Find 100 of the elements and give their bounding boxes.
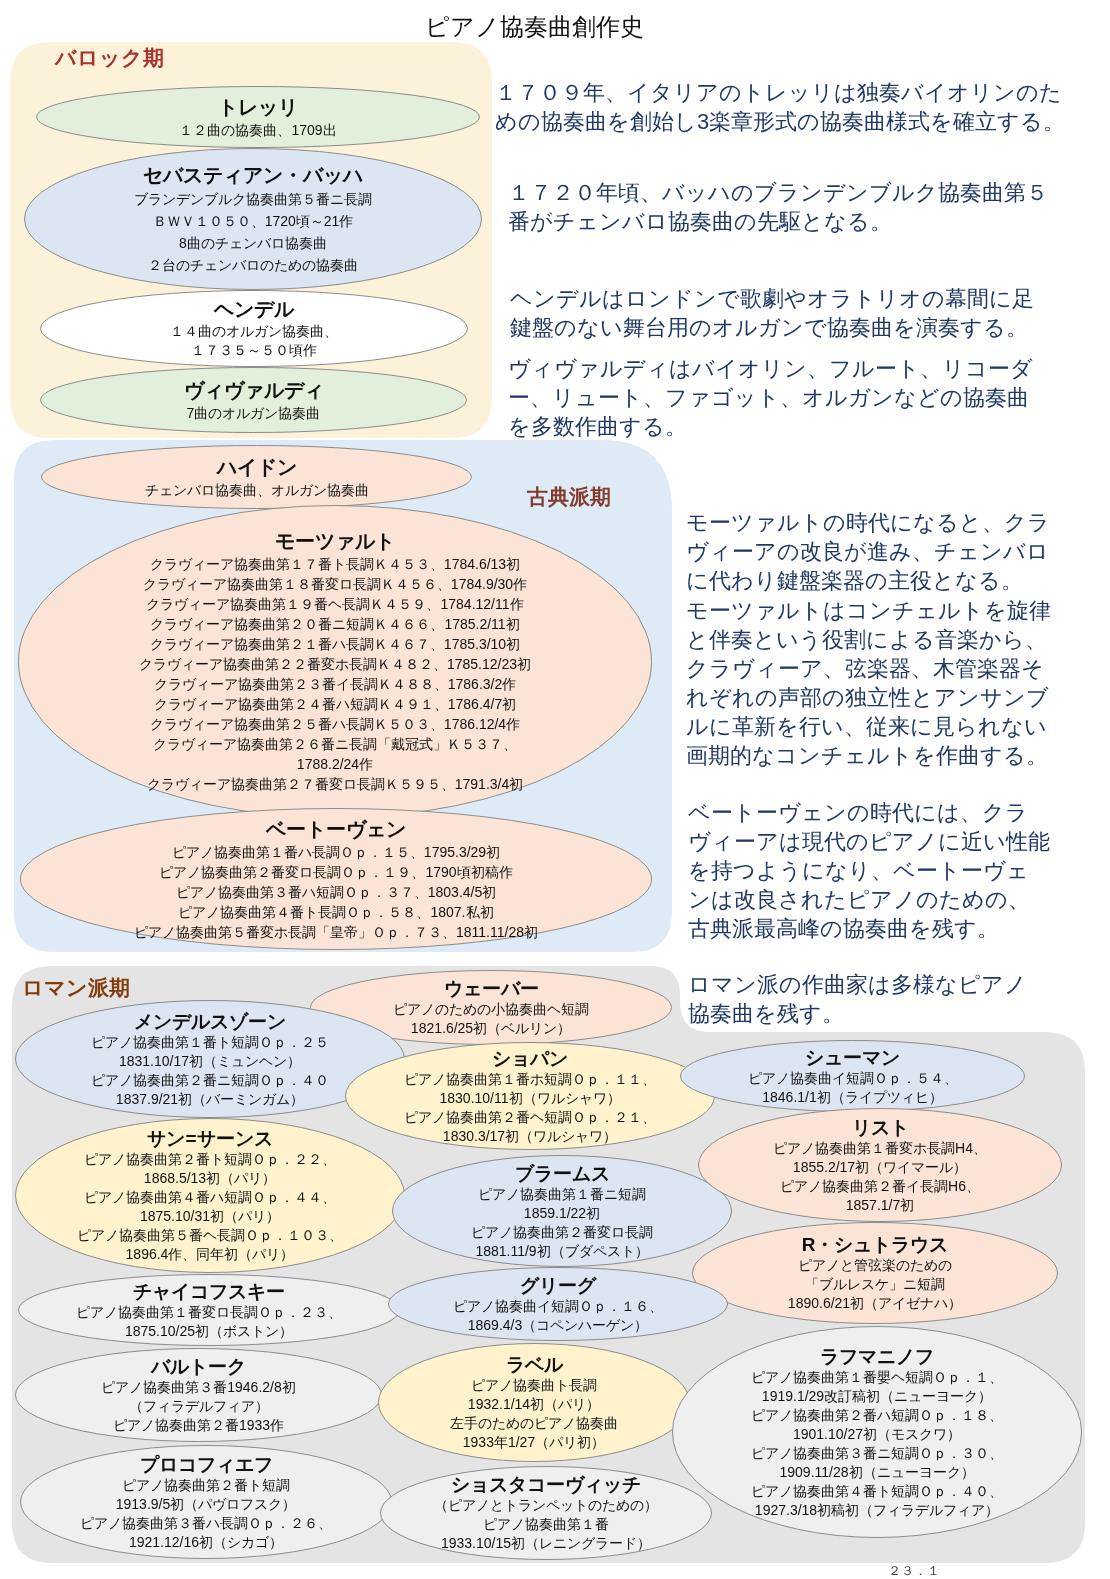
work-entry: ピアノ協奏曲第１番ホ短調Ｏｐ．１１、 bbox=[404, 1069, 656, 1089]
work-entry: ピアノ協奏曲第１番変ホ長調H4、 bbox=[773, 1138, 987, 1158]
work-entry: ピアノ協奏曲第４番ト短調Ｏｐ．４０、 bbox=[751, 1481, 1003, 1501]
work-entry: ピアノ協奏曲ト長調 bbox=[471, 1376, 597, 1395]
description-paragraph: モーツァルトはコンチェルトを旋律と伴奏という役割による音楽から、クラヴィーア、弦楽器、木管楽器それぞれの声部の独立性とアンサンブルに革新を行い、従来に見られない画期的なコンチェルトを作曲する。 bbox=[686, 597, 1052, 770]
composer-name: チャイコフスキー bbox=[133, 1279, 285, 1303]
work-entry: クラヴィーア協奏曲第２６番ニ長調「戴冠式」Ｋ５３７、 bbox=[153, 735, 517, 754]
description-paragraph: ヘンデルはロンドンで歌劇やオラトリオの幕間に足鍵盤のない舞台用のオルガンで協奏曲を演奏する。 bbox=[510, 285, 1035, 342]
composer-name: ベートーヴェン bbox=[266, 816, 406, 842]
description-paragraph: １７２０年頃、バッハのブランデンブルク協奏曲第５番がチェンバロ協奏曲の先駆となる。 bbox=[508, 179, 1049, 236]
composer-name: シューマン bbox=[805, 1045, 900, 1069]
composer-name: ハイドン bbox=[216, 454, 297, 480]
composer-name: メンデルスゾーン bbox=[134, 1009, 286, 1033]
work-entry: ピアノ協奏曲イ短調Ｏｐ．１６、 bbox=[453, 1296, 663, 1316]
work-entry: （フィラデルフィア） bbox=[128, 1397, 269, 1416]
work-entry: ピアノ協奏曲第３番ニ短調Ｏｐ．３０、 bbox=[751, 1443, 1003, 1463]
composer-ellipse bbox=[680, 1040, 1025, 1112]
composer-name: トレッリ bbox=[218, 94, 298, 120]
work-entry: 「ブルレスケ」ニ短調 bbox=[805, 1275, 945, 1294]
composer-ellipse bbox=[20, 808, 652, 950]
work-entry: 1831.10/17初（ミュンヘン） bbox=[118, 1051, 302, 1071]
work-entry: クラヴィーア協奏曲第１９番ヘ長調Ｋ４５９、1784.12/11作 bbox=[146, 595, 524, 614]
work-entry: ピアノ協奏曲第２番ヘ短調Ｏｐ．２１、 bbox=[404, 1107, 656, 1127]
description-paragraph: モーツァルトの時代になると、クラヴィーアの改良が進み、チェンバロに代わり鍵盤楽器の主役となる。 bbox=[686, 509, 1051, 595]
description-paragraph: １７０９年、イタリアのトレッリは独奏バイオリンのための協奏曲を創始し3楽章形式の協奏曲様式を確立する。 bbox=[495, 79, 1067, 136]
composer-ellipse bbox=[40, 290, 468, 367]
work-entry: １７３５～５０頃作 bbox=[191, 341, 317, 360]
work-entry: ＢＷＶ１０５０、1720頃～21作 bbox=[152, 211, 354, 231]
work-entry: クラヴィーア協奏曲第１７番ト長調Ｋ４５３、1784.6/13初 bbox=[149, 555, 521, 574]
work-entry: ブランデンブルク協奏曲第５番ニ長調 bbox=[134, 189, 372, 209]
work-entry: クラヴィーア協奏曲第２５番ハ長調Ｋ５０３、1786.12/4作 bbox=[149, 715, 521, 734]
work-entry: ピアノ協奏曲イ短調Ｏｐ．５４、 bbox=[747, 1068, 958, 1088]
work-entry: 1927.3/18初稿初（フィラデルフィア） bbox=[754, 1500, 1000, 1520]
composer-name: プロコフィエフ bbox=[139, 1452, 273, 1476]
diagram-title: ピアノ協奏曲創作史 bbox=[424, 12, 644, 42]
work-entry: ピアノ協奏曲第２番ト短調 bbox=[122, 1475, 290, 1495]
work-entry: ピアノ協奏曲第４番ト長調Ｏｐ．５８、1807.私初 bbox=[178, 902, 494, 922]
work-entry: クラヴィーア協奏曲第２２番変ホ長調Ｋ４８２、1785.12/23初 bbox=[138, 655, 532, 674]
work-entry: １２曲の協奏曲、1709出 bbox=[179, 120, 337, 140]
composer-name: モーツァルト bbox=[275, 529, 395, 554]
composer-ellipse bbox=[36, 86, 480, 148]
work-entry: 1890.6/21初（アイゼナハ） bbox=[787, 1294, 963, 1313]
work-entry: 1857.1/7初 bbox=[845, 1195, 915, 1215]
work-entry: 1846.1/1初（ライプツィヒ） bbox=[762, 1087, 943, 1107]
period-band bbox=[14, 440, 672, 952]
work-entry: 1821.6/25初（ベルリン） bbox=[410, 1019, 572, 1038]
composer-name: ヴィヴァルディ bbox=[183, 377, 324, 403]
date-note: ２３．１ bbox=[888, 1563, 940, 1578]
work-entry: 1932.1/14初（パリ） bbox=[467, 1395, 601, 1414]
work-entry: 1921.12/16初（シカゴ） bbox=[128, 1532, 284, 1552]
composer-ellipse bbox=[345, 1042, 715, 1150]
composer-name: ウェーバー bbox=[443, 977, 539, 1000]
period-heading: ロマン派期 bbox=[22, 975, 130, 1001]
work-entry: ピアノ協奏曲第２番ト短調Ｏｐ．２２、 bbox=[84, 1150, 336, 1169]
work-entry: ピアノ協奏曲第４番ハ短調Ｏｐ．４４、 bbox=[84, 1188, 336, 1207]
work-entry: クラヴィーア協奏曲第１８番変ロ長調Ｋ４５６、1784.9/30作 bbox=[142, 575, 528, 594]
composer-name: ショスタコーヴィッチ bbox=[451, 1473, 641, 1496]
work-entry: ピアノ協奏曲第１番ハ長調Ｏｐ．１５、1795.3/29初 bbox=[171, 842, 501, 862]
work-entry: チェンバロ協奏曲、オルガン協奏曲 bbox=[144, 480, 369, 500]
work-entry: ピアノのための小協奏曲ヘ短調 bbox=[393, 1000, 589, 1019]
work-entry: 1830.3/17初（ワルシャワ） bbox=[442, 1126, 618, 1146]
work-entry: ２台のチェンバロのための協奏曲 bbox=[148, 255, 358, 275]
work-entry: ピアノ協奏曲第５番変ホ長調「皇帝」Ｏｐ．７３、1811.11/28初 bbox=[134, 922, 538, 942]
work-entry: ピアノ協奏曲第３番ハ短調Ｏｐ．３７、1803.4/5初 bbox=[175, 882, 497, 902]
work-entry: ピアノ協奏曲第１番ニ短調 bbox=[478, 1184, 646, 1204]
work-entry: ピアノ協奏曲第１番ト短調Ｏｐ．２５ bbox=[91, 1032, 329, 1052]
composer-ellipse bbox=[41, 445, 472, 509]
work-entry: 1859.1/22初 bbox=[523, 1203, 601, 1223]
composer-name: バルトーク bbox=[151, 1355, 246, 1378]
work-entry: ピアノ協奏曲第１番嬰ヘ短調Ｏｐ．１、 bbox=[751, 1367, 1003, 1387]
composer-name: セバスティアン・バッハ bbox=[143, 162, 363, 188]
work-entry: 1909.11/28初（ニューヨーク） bbox=[779, 1462, 975, 1482]
composer-name: サン=サーンス bbox=[147, 1127, 273, 1150]
composer-name: グリーグ bbox=[520, 1273, 596, 1297]
work-entry: クラヴィーア協奏曲第２４番ハ短調Ｋ４９１、1786.4/7初 bbox=[153, 695, 517, 714]
work-entry: クラヴィーア協奏曲第２３番イ長調Ｋ４８８、1786.3/2作 bbox=[153, 675, 517, 694]
work-entry: ピアノ協奏曲第２番1933作 bbox=[112, 1416, 285, 1435]
work-entry: 1933年1/27（パリ初） bbox=[462, 1433, 606, 1452]
work-entry: ピアノ協奏曲第２番変ロ長調Ｏｐ．１９、1790頃初稿作 bbox=[159, 862, 513, 882]
composer-ellipse bbox=[692, 1222, 1058, 1324]
composer-name: ラフマニノフ bbox=[820, 1344, 934, 1368]
work-entry: ピアノ協奏曲第１番変ロ長調Ｏｐ．２３、 bbox=[76, 1302, 342, 1322]
work-entry: クラヴィーア協奏曲第２７番変ロ長調Ｋ５９５、1791.3/4初 bbox=[146, 775, 524, 794]
composer-ellipse bbox=[15, 1348, 382, 1442]
work-entry: ピアノ協奏曲第３番ハ長調Ｏｐ．２６、 bbox=[80, 1513, 332, 1533]
work-entry: ピアノ協奏曲第５番ヘ長調Ｏｐ．１０３、 bbox=[77, 1226, 343, 1245]
work-entry: 1830.10/11初（ワルシャワ） bbox=[439, 1088, 621, 1108]
work-entry: 1913.9/5初（パヴロフスク） bbox=[115, 1494, 297, 1514]
work-entry: ピアノと管弦楽のための bbox=[798, 1256, 952, 1275]
work-entry: 1837.9/21初（バーミンガム） bbox=[115, 1089, 305, 1109]
period-band bbox=[12, 966, 1085, 1563]
composer-ellipse bbox=[15, 1000, 405, 1118]
composer-ellipse bbox=[672, 1326, 1082, 1538]
work-entry: 1875.10/25初（ボストン） bbox=[124, 1321, 294, 1341]
work-entry: 8曲のチェンバロ協奏曲 bbox=[179, 233, 327, 253]
work-entry: ピアノ協奏曲第１番 bbox=[483, 1515, 609, 1534]
work-entry: ピアノ協奏曲第２番イ長調H6、 bbox=[780, 1176, 980, 1196]
work-entry: １４曲のオルガン協奏曲、 bbox=[170, 322, 338, 341]
work-entry: 1901.10/27初（モスクワ） bbox=[792, 1424, 962, 1444]
work-entry: 1896.4作、同年初（パリ） bbox=[125, 1245, 295, 1264]
